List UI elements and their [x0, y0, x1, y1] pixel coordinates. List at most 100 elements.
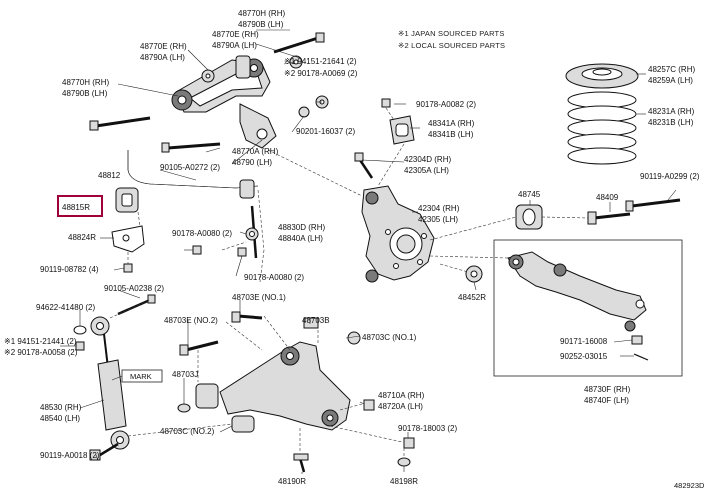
label-48745[interactable]: 48745: [518, 190, 541, 199]
label-90119-08782[interactable]: 90119-08782 (4): [40, 265, 99, 274]
upper-arm-bolt-top[interactable]: [273, 32, 325, 54]
shock-absorber[interactable]: [90, 316, 130, 450]
lower-arm-nut[interactable]: [631, 335, 643, 345]
spring-bolt[interactable]: [625, 198, 681, 212]
label-48710A-RH[interactable]: 48710A (RH): [378, 391, 425, 400]
label-48790-LH[interactable]: 48790 (LH): [232, 158, 272, 167]
upper-arm-bushing-rear[interactable]: [235, 55, 251, 79]
label-94151-21441[interactable]: ※1 94151-21441 (2): [4, 337, 77, 346]
member-nut-right[interactable]: [363, 399, 375, 411]
shock-upper-bolt[interactable]: [117, 294, 156, 316]
stabilizer-bar[interactable]: [127, 150, 259, 189]
shock-lower-bolt[interactable]: [89, 442, 119, 461]
label-42305A-LH[interactable]: 42305A (LH): [404, 166, 449, 175]
shock-upper-washer[interactable]: [73, 325, 87, 335]
label-48257C-RH[interactable]: 48257C (RH): [648, 65, 695, 74]
lower-arm-cotter-pin[interactable]: [633, 353, 649, 361]
label-48830D-RH[interactable]: 48830D (RH): [278, 223, 325, 232]
member-stud-bolt[interactable]: [293, 453, 309, 473]
label-42304D-RH[interactable]: 42304D (RH): [404, 155, 451, 164]
lower-arm-bushing-bolt[interactable]: [587, 211, 631, 225]
bump-stopper[interactable]: [389, 115, 415, 145]
stabilizer-link[interactable]: [245, 205, 259, 259]
label-48190R[interactable]: 48190R: [278, 477, 306, 486]
member-stopper[interactable]: [303, 317, 319, 329]
label-48703C-NO1[interactable]: 48703C (NO.1): [362, 333, 417, 342]
member-cushion-left[interactable]: [195, 383, 219, 409]
label-94622-41480[interactable]: 94622-41480 (2): [36, 303, 95, 312]
label-48840A-LH[interactable]: 48840A (LH): [278, 234, 323, 243]
lower-ball-joint[interactable]: [624, 320, 636, 332]
label-90178-A0058[interactable]: ※2 90178-A0058 (2): [4, 348, 78, 357]
label-48452R[interactable]: 48452R: [458, 293, 486, 302]
stabilizer-bushing[interactable]: [115, 187, 139, 213]
label-90201-16037[interactable]: 90201-16037 (2): [296, 127, 355, 136]
label-42305-LH[interactable]: 42305 (LH): [418, 215, 458, 224]
upper-arm-washer[interactable]: [298, 106, 310, 118]
label-48790A-LH[interactable]: 48790A (LH): [212, 41, 257, 50]
lower-arm-bushing[interactable]: [515, 204, 543, 230]
label-90119-A0299[interactable]: 90119-A0299 (2): [640, 172, 700, 181]
stabilizer-link-nut-a[interactable]: [192, 245, 202, 255]
label-48530-RH[interactable]: 48530 (RH): [40, 403, 82, 412]
label-90178-18003[interactable]: 90178-18003 (2): [398, 424, 457, 433]
member-washer[interactable]: [177, 403, 191, 413]
member-washer-bottom[interactable]: [397, 457, 411, 467]
label-90119-A0018[interactable]: 90119-A0018 (2): [40, 451, 100, 460]
steering-knuckle[interactable]: [361, 185, 435, 283]
label-90178-A0082[interactable]: 90178-A0082 (2): [416, 100, 476, 109]
knuckle-bolt[interactable]: [354, 152, 374, 179]
label-90171-16008[interactable]: 90171-16008: [560, 337, 608, 346]
label-48259A-LH[interactable]: 48259A (LH): [648, 76, 693, 85]
stabilizer-link-clamp[interactable]: [239, 179, 255, 199]
label-48815R[interactable]: 48815R: [62, 203, 90, 212]
member-washer-no1[interactable]: [347, 331, 361, 345]
upper-arm-lower-bolt[interactable]: [161, 142, 221, 153]
label-48231B-LH[interactable]: 48231B (LH): [648, 118, 694, 127]
label-90105-A0272[interactable]: 90105-A0272 (2): [160, 163, 220, 172]
member-bolt-no2[interactable]: [179, 340, 219, 356]
stabilizer-link-nut-b[interactable]: [237, 247, 247, 257]
label-48790B-LH[interactable]: 48790B (LH): [238, 20, 284, 29]
lower-arm-cam-washer[interactable]: [465, 265, 483, 283]
stabilizer-bracket-bolt[interactable]: [123, 263, 133, 273]
label-48770E-RH-b[interactable]: 48770E (RH): [140, 42, 187, 51]
label-48341A-RH[interactable]: 48341A (RH): [428, 119, 475, 128]
label-48540-LH[interactable]: 48540 (LH): [40, 414, 80, 423]
label-48341B-LH[interactable]: 48341B (LH): [428, 130, 474, 139]
member-bolt-no1[interactable]: [231, 311, 263, 323]
label-48703C-NO2[interactable]: 48703C (NO.2): [160, 427, 215, 436]
label-48770E-RH[interactable]: 48770E (RH): [212, 30, 259, 39]
label-48231A-RH[interactable]: 48231A (RH): [648, 107, 695, 116]
coil-spring[interactable]: [567, 91, 637, 165]
label-48198R[interactable]: 48198R: [390, 477, 418, 486]
label-48703J[interactable]: 48703J: [172, 370, 198, 379]
coil-spring-upper-seat[interactable]: [565, 63, 639, 89]
label-48740F-LH[interactable]: 48740F (LH): [584, 396, 629, 405]
label-42304-RH[interactable]: 42304 (RH): [418, 204, 460, 213]
label-48703B[interactable]: 48703B: [302, 316, 330, 325]
label-48770H-RH-b[interactable]: 48770H (RH): [62, 78, 109, 87]
label-90105-A0238[interactable]: 90105-A0238 (2): [104, 284, 164, 293]
label-48812[interactable]: 48812: [98, 171, 121, 180]
label-48824R[interactable]: 48824R: [68, 233, 96, 242]
lower-control-arm[interactable]: [507, 251, 647, 321]
label-90178-A0080-b[interactable]: 90178-A0080 (2): [244, 273, 304, 282]
label-48703E-NO2[interactable]: 48703E (NO.2): [164, 316, 218, 325]
label-90178-A0069[interactable]: ※2 90178-A0069 (2): [284, 69, 358, 78]
label-48730F-RH[interactable]: 48730F (RH): [584, 385, 631, 394]
knuckle-stud[interactable]: [381, 98, 391, 108]
upper-arm-bolt-left[interactable]: [89, 116, 151, 131]
label-48720A-LH[interactable]: 48720A (LH): [378, 402, 423, 411]
label-48790B-LH-b[interactable]: 48790B (LH): [62, 89, 108, 98]
label-90178-A0080-a[interactable]: 90178-A0080 (2): [172, 229, 232, 238]
label-48770A-RH[interactable]: 48770A (RH): [232, 147, 279, 156]
label-94151-21641[interactable]: ※1 94151-21641 (2): [284, 57, 357, 66]
upper-control-arm[interactable]: [171, 58, 277, 149]
label-48703E-NO1[interactable]: 48703E (NO.1): [232, 293, 286, 302]
label-48790A-LH-b[interactable]: 48790A (LH): [140, 53, 185, 62]
label-90252-03015[interactable]: 90252-03015: [560, 352, 608, 361]
label-48770H-RH[interactable]: 48770H (RH): [238, 9, 285, 18]
member-lower-nut[interactable]: [403, 437, 415, 449]
stabilizer-bracket[interactable]: [111, 225, 145, 253]
